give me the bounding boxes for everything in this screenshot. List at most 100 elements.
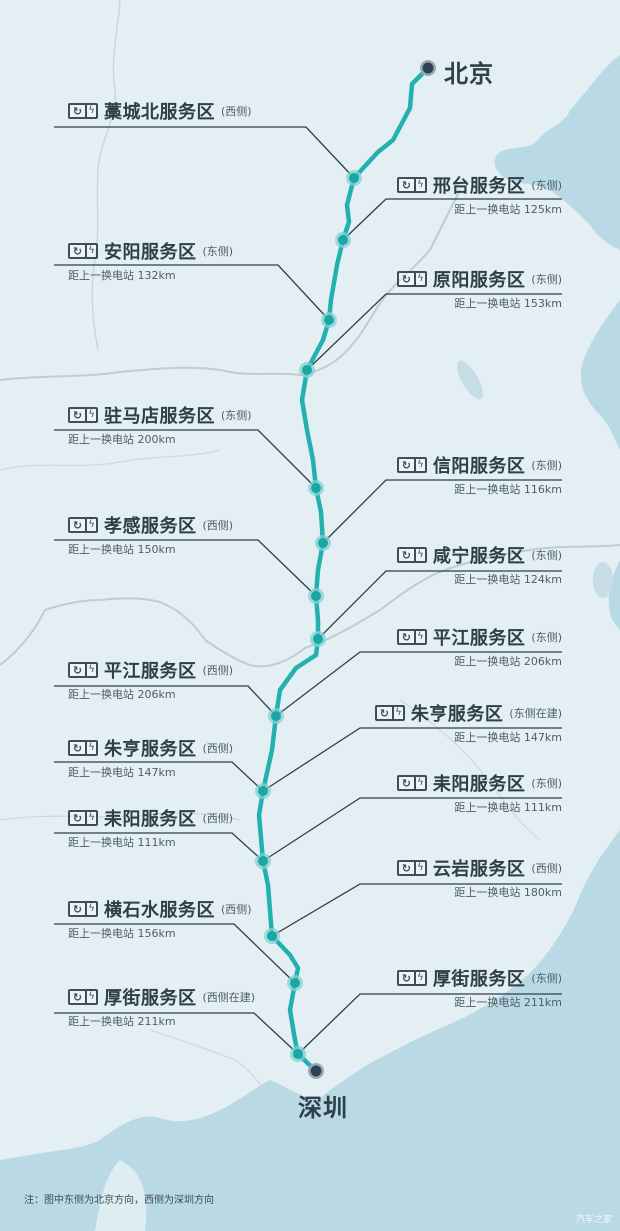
lightning-bolt-icon: ϟ [417,777,424,788]
icon-divider [413,777,416,789]
leader-line [54,761,264,792]
lightning-bolt-icon: ϟ [417,179,424,190]
swap-arrows-icon: ↻ [401,178,412,192]
swap-arrows-icon: ↻ [72,518,83,532]
station-title-row: ↻ ϟ 藁城北服务区 (西侧) [68,100,252,123]
station-side: (西侧) [531,862,562,875]
station-node [321,312,337,328]
leader-line [54,539,317,597]
station-distance: 距上一换电站 206km [68,688,176,701]
station-side: (西侧) [202,664,234,677]
battery-swap-icon: ↻ ϟ [68,243,98,259]
leader-line [262,727,562,792]
station-distance: 距上一换电站 156km [68,927,176,940]
lightning-bolt-icon: ϟ [88,742,95,753]
station-title-row: ↻ ϟ 原阳服务区 (东侧) [396,268,562,291]
station-distance: 距上一换电站 200km [68,433,176,446]
station-label: ↻ ϟ 邢台服务区 (东侧) 距上一换电站 125km [396,174,562,216]
station-label: ↻ ϟ 原阳服务区 (东侧) 距上一换电站 153km [396,268,562,310]
station-distance: 距上一换电站 132km [68,269,176,282]
station-name: 孝感服务区 [104,516,197,537]
station-title-row: ↻ ϟ 耒阳服务区 (西侧) [68,807,234,830]
battery-swap-icon: ↻ ϟ [396,970,427,986]
province-border-1 [0,449,241,821]
station-node [255,783,271,799]
icon-divider [85,105,87,117]
lake-hongze [457,360,483,400]
lightning-bolt-icon: ϟ [88,903,95,914]
battery-swap-icon: ↻ ϟ [68,989,98,1005]
station-title-row: ↻ ϟ 厚街服务区 (西侧在建) [68,986,255,1009]
station-title-row: ↻ ϟ 厚街服务区 (东侧) [396,967,562,990]
leader-line [275,651,562,717]
station-distance [68,127,252,141]
lightning-bolt-icon: ϟ [88,409,95,420]
battery-swap-icon: ↻ ϟ [396,177,427,193]
station-node [255,853,271,869]
swap-arrows-icon: ↻ [72,663,83,677]
leader-line [54,429,317,489]
station-name: 信阳服务区 [432,456,526,477]
lightning-bolt-icon: ϟ [88,812,95,823]
station-title-row: ↻ ϟ 朱亨服务区 (东侧在建) [374,702,562,725]
station-name: 厚街服务区 [104,988,197,1009]
sea-east-china [0,560,620,1231]
station-title-row: ↻ ϟ 邢台服务区 (东侧) [396,174,562,197]
station-label: ↻ ϟ 厚街服务区 (东侧) 距上一换电站 211km [396,967,562,1009]
leader-line [271,883,562,937]
swap-arrows-icon: ↻ [72,104,83,118]
station-title-row: ↻ ϟ 孝感服务区 (西侧) [68,514,233,537]
leader-line [54,685,277,717]
station-name: 原阳服务区 [432,270,526,291]
station-side: (东侧) [531,777,562,790]
province-border-2 [149,699,541,1101]
station-label: ↻ ϟ 云岩服务区 (西侧) 距上一换电站 180km [396,857,562,899]
station-node [346,170,362,186]
swap-arrows-icon: ↻ [72,741,83,755]
station-distance: 距上一换电站 211km [454,996,562,1009]
station-distance: 距上一换电站 111km [68,836,176,849]
lightning-bolt-icon: ϟ [417,459,424,470]
swap-arrows-icon: ↻ [401,548,412,562]
station-name: 藁城北服务区 [104,102,215,123]
swap-arrows-icon: ↻ [379,706,390,720]
station-side: (西侧) [202,812,234,825]
station-node [335,232,351,248]
station-label: ↻ ϟ 平江服务区 (东侧) 距上一换电站 206km [396,626,562,668]
station-label: ↻ ϟ 朱亨服务区 (西侧) 距上一换电站 147km [68,737,233,779]
city-label-shenzhen: 深圳 [298,1094,348,1122]
icon-divider [391,707,394,719]
watermark: 汽车之家 [575,1215,612,1225]
city-label-beijing: 北京 [444,60,494,88]
station-side: (东侧) [202,245,234,258]
swap-arrows-icon: ↻ [72,811,83,825]
station-label: ↻ ϟ 耒阳服务区 (东侧) 距上一换电站 111km [396,772,562,814]
footer-note: 注：图中东侧为北京方向，西侧为深圳方向 [24,1195,214,1206]
lightning-bolt-icon: ϟ [88,664,95,675]
station-name: 平江服务区 [432,628,526,649]
battery-swap-icon: ↻ ϟ [68,407,98,423]
swap-arrows-icon: ↻ [401,971,412,985]
station-node [315,535,331,551]
battery-swap-icon: ↻ ϟ [68,810,98,826]
lightning-bolt-icon: ϟ [417,273,424,284]
icon-divider [85,903,87,915]
swap-arrows-icon: ↻ [72,990,83,1004]
leader-line [322,479,562,544]
station-side: (东侧在建) [509,707,562,720]
city-dot-shenzhen [308,1063,324,1079]
sea-bohai [494,55,620,250]
battery-swap-icon: ↻ ϟ [68,740,98,756]
station-name: 朱亨服务区 [104,739,197,760]
lightning-bolt-icon: ϟ [88,991,95,1002]
station-title-row: ↻ ϟ 信阳服务区 (东侧) [396,454,562,477]
lightning-bolt-icon: ϟ [88,245,95,256]
battery-swap-icon: ↻ ϟ [68,103,98,119]
swap-arrows-icon: ↻ [401,458,412,472]
battery-swap-icon: ↻ ϟ [396,860,427,876]
leader-line [306,293,562,371]
station-distance: 距上一换电站 153km [454,297,562,310]
lightning-bolt-icon: ϟ [417,862,424,873]
station-distance: 距上一换电站 147km [454,731,562,744]
